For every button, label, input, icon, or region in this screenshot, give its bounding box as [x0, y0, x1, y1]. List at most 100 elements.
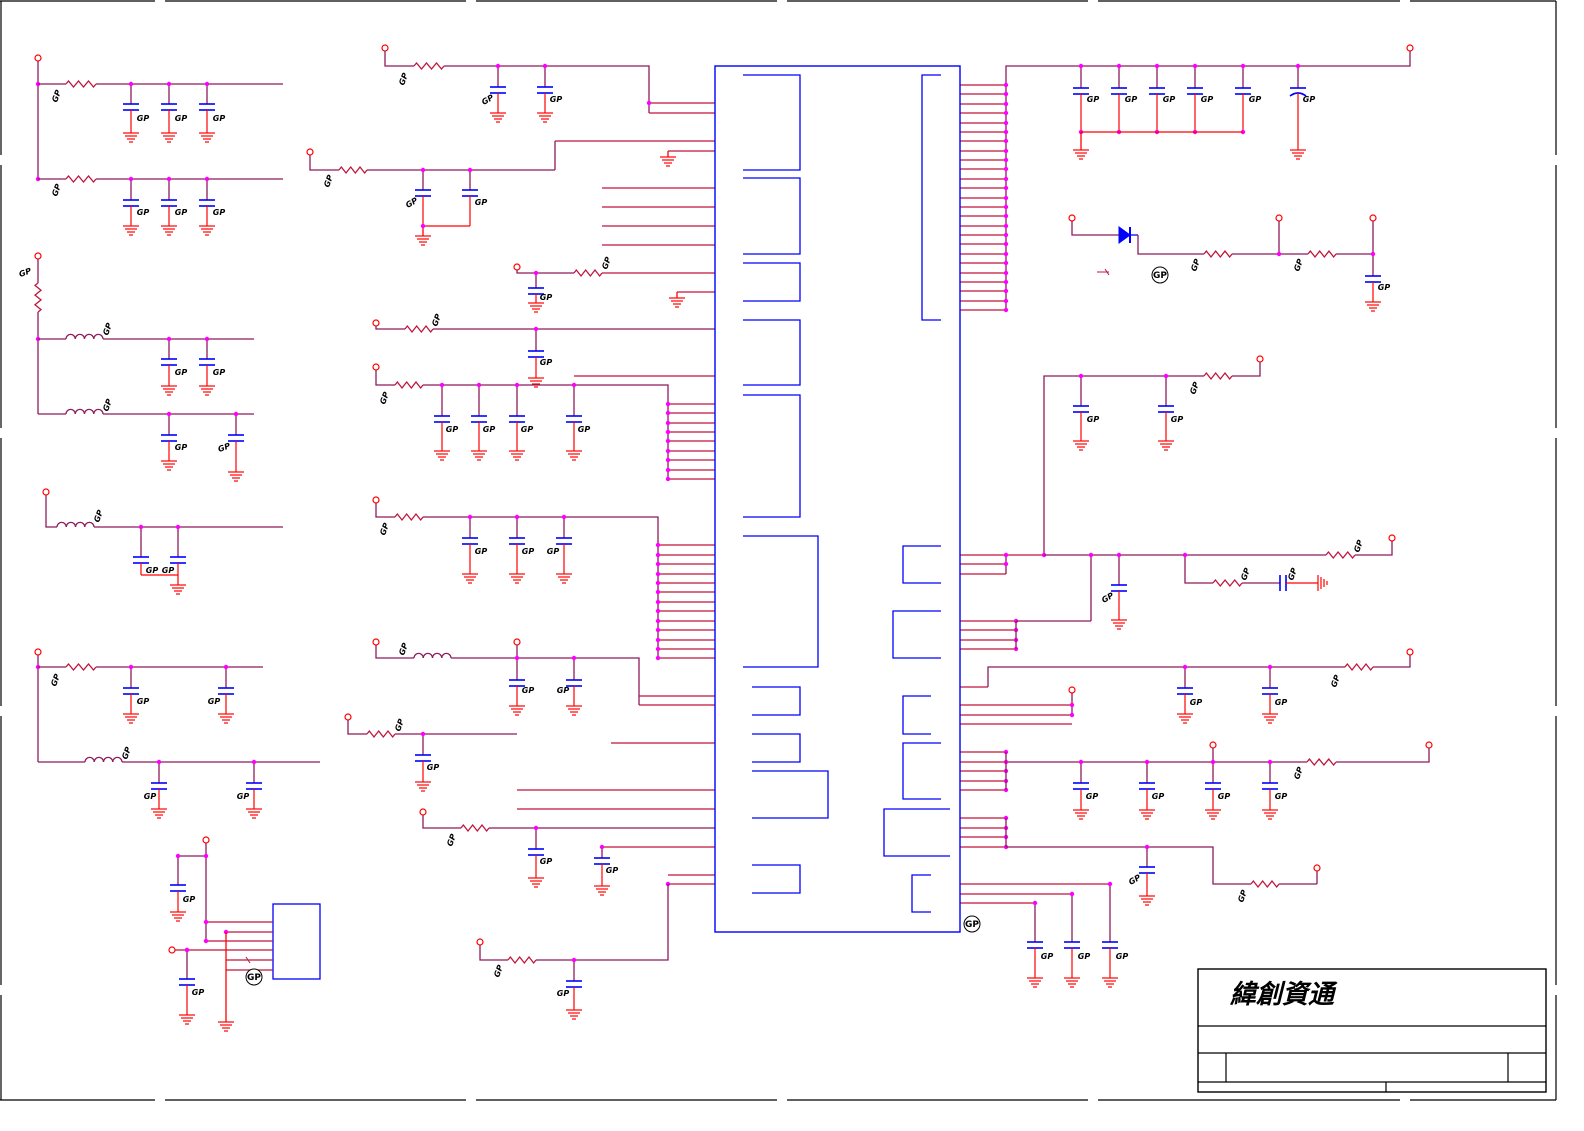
- polarized-capacitor: [1289, 66, 1307, 150]
- junction-dot: [533, 825, 539, 831]
- junction-dot: [1088, 552, 1094, 558]
- power-port: [1369, 214, 1377, 222]
- resistor: [1250, 879, 1280, 889]
- component-label: GP: [1236, 889, 1249, 904]
- wire: [536, 884, 669, 961]
- ground-symbol: [1139, 809, 1155, 820]
- junction-dot: [514, 382, 520, 388]
- power-port: [1275, 214, 1283, 222]
- resistor: [1344, 662, 1374, 672]
- junction-dot: [420, 167, 426, 173]
- capacitor: [556, 517, 572, 574]
- component-label: GP: [1188, 381, 1201, 396]
- component-label: GP: [1190, 698, 1203, 707]
- ground-symbol: [415, 781, 431, 792]
- component-label: GP: [213, 208, 226, 217]
- ground-symbol: [528, 377, 544, 388]
- power-port: [372, 319, 380, 327]
- junction-dot: [1003, 307, 1009, 313]
- ground-symbol: [161, 385, 177, 396]
- junction-dot: [1116, 63, 1122, 69]
- ground-symbol: [1073, 809, 1089, 820]
- junction-dot: [655, 655, 661, 661]
- company-name: 緯創資通: [1229, 980, 1338, 1010]
- junction-dot: [467, 514, 473, 520]
- junction-dot: [1078, 759, 1084, 765]
- drawing-frame: [0, 0, 1557, 1101]
- power-port: [306, 148, 314, 156]
- ground-symbol: [199, 132, 215, 143]
- component-label: GP: [540, 857, 553, 866]
- junction-dot: [1003, 91, 1009, 97]
- resistor: [1212, 578, 1243, 588]
- ground-symbol: [161, 132, 177, 143]
- ground-symbol: [528, 877, 544, 888]
- capacitor: [123, 667, 139, 714]
- ground-symbol: [161, 460, 177, 471]
- junction-dot: [1032, 900, 1038, 906]
- ground-symbol: [151, 808, 167, 819]
- junction-dot: [665, 401, 671, 407]
- junction-dot: [1154, 63, 1160, 69]
- capacitor: [199, 179, 215, 226]
- junction-dot: [1003, 157, 1009, 163]
- capacitor: [490, 66, 506, 113]
- ground-symbol: [566, 1009, 582, 1020]
- component-label: GP: [120, 746, 133, 761]
- capacitor: [1111, 555, 1127, 620]
- resistor: [394, 380, 424, 390]
- junction-dot: [1078, 63, 1084, 69]
- junction-dot: [655, 542, 661, 548]
- wire: [1373, 655, 1411, 668]
- junction-dot: [1003, 232, 1009, 238]
- gp-marker-ring: [963, 915, 981, 933]
- wire: [1071, 221, 1119, 236]
- junction-dot: [1069, 712, 1075, 718]
- ground-symbol: [566, 705, 582, 716]
- gp-marker: GP: [245, 968, 263, 986]
- power-port: [1313, 864, 1321, 872]
- component-label: GP: [522, 547, 535, 556]
- component-label: GP: [92, 509, 105, 524]
- main-ic: [714, 65, 961, 933]
- junction-dot: [665, 457, 671, 463]
- junction-dot: [204, 336, 210, 342]
- capacitor: [566, 658, 582, 706]
- wire: [423, 384, 669, 479]
- junction-dot: [1003, 195, 1009, 201]
- component-label: GP: [521, 425, 534, 434]
- power-port: [34, 54, 42, 62]
- ground-symbol: [1317, 575, 1328, 591]
- component-label: GP: [427, 763, 440, 772]
- power-port: [1256, 355, 1264, 363]
- ground-symbol: [1139, 895, 1155, 906]
- junction-dot: [175, 524, 181, 530]
- capacitor: [161, 414, 177, 461]
- wire: [375, 645, 414, 659]
- pin-group-bracket: [743, 394, 801, 518]
- component-label: GP: [1100, 591, 1115, 605]
- capacitor: [1279, 575, 1287, 591]
- junction-dot: [655, 618, 661, 624]
- wire: [45, 495, 57, 528]
- component-label: GP: [144, 792, 157, 801]
- wire: [1232, 362, 1261, 377]
- junction-dot: [1003, 185, 1009, 191]
- capacitor: [566, 960, 582, 1010]
- component-label: GP: [1078, 952, 1091, 961]
- inductor: [413, 652, 452, 659]
- junction-dot: [665, 476, 671, 482]
- component-label: GP: [430, 313, 443, 328]
- wire: [987, 666, 1345, 687]
- pin-group-bracket: [743, 319, 801, 386]
- ground-symbol: [199, 225, 215, 236]
- component-label: GP: [475, 198, 488, 207]
- component-label: GP: [1292, 766, 1305, 781]
- capacitor: [170, 527, 186, 585]
- junction-dot: [439, 382, 445, 388]
- wire: [375, 370, 395, 386]
- component-label: GP: [557, 989, 570, 998]
- power-port: [1068, 686, 1076, 694]
- junction-dot: [203, 853, 209, 859]
